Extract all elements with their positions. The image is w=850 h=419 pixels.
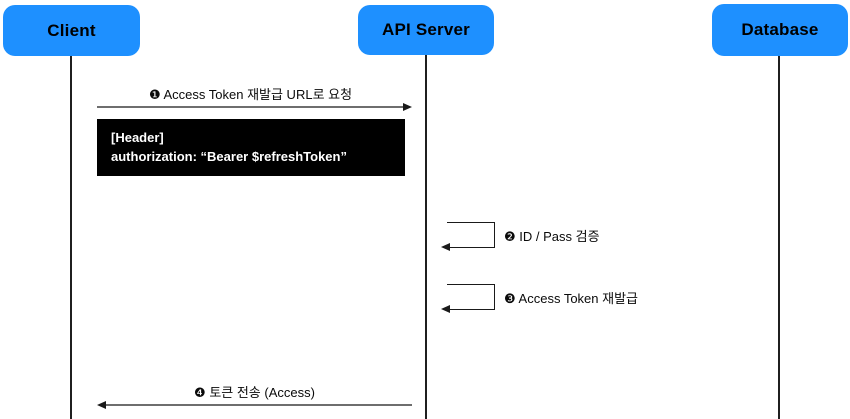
message-request-line: [97, 106, 404, 108]
client-lifeline: [70, 56, 72, 419]
message-send-token-label: ❹ 토큰 전송 (Access): [194, 385, 315, 400]
self-message-reissue-loop: [447, 284, 495, 310]
arrow-left-icon: [441, 243, 450, 251]
actor-client: Client: [3, 5, 140, 56]
database-lifeline: [778, 56, 780, 419]
header-note: [Header] authorization: “Bearer $refresh…: [97, 119, 405, 176]
arrow-left-icon: [441, 305, 450, 313]
message-request-label: ❶ Access Token 재발급 URL로 요청: [148, 87, 353, 102]
actor-client-label: Client: [47, 20, 96, 40]
message-send-token-line: [106, 404, 412, 406]
message-reissue-label: ❸ Access Token 재발급: [504, 291, 639, 306]
actor-database-label: Database: [741, 20, 819, 39]
header-note-line1: [Header]: [111, 130, 164, 145]
self-message-verify-loop: [447, 222, 495, 248]
arrow-right-icon: [403, 103, 412, 111]
message-verify-label: ❷ ID / Pass 검증: [504, 229, 600, 244]
header-note-line2: authorization: “Bearer $refreshToken”: [111, 149, 347, 164]
arrow-left-icon: [97, 401, 106, 409]
actor-api-server: API Server: [358, 5, 494, 55]
actor-database: Database: [712, 4, 848, 56]
actor-api-server-label: API Server: [382, 20, 470, 39]
api-server-lifeline: [425, 55, 427, 419]
